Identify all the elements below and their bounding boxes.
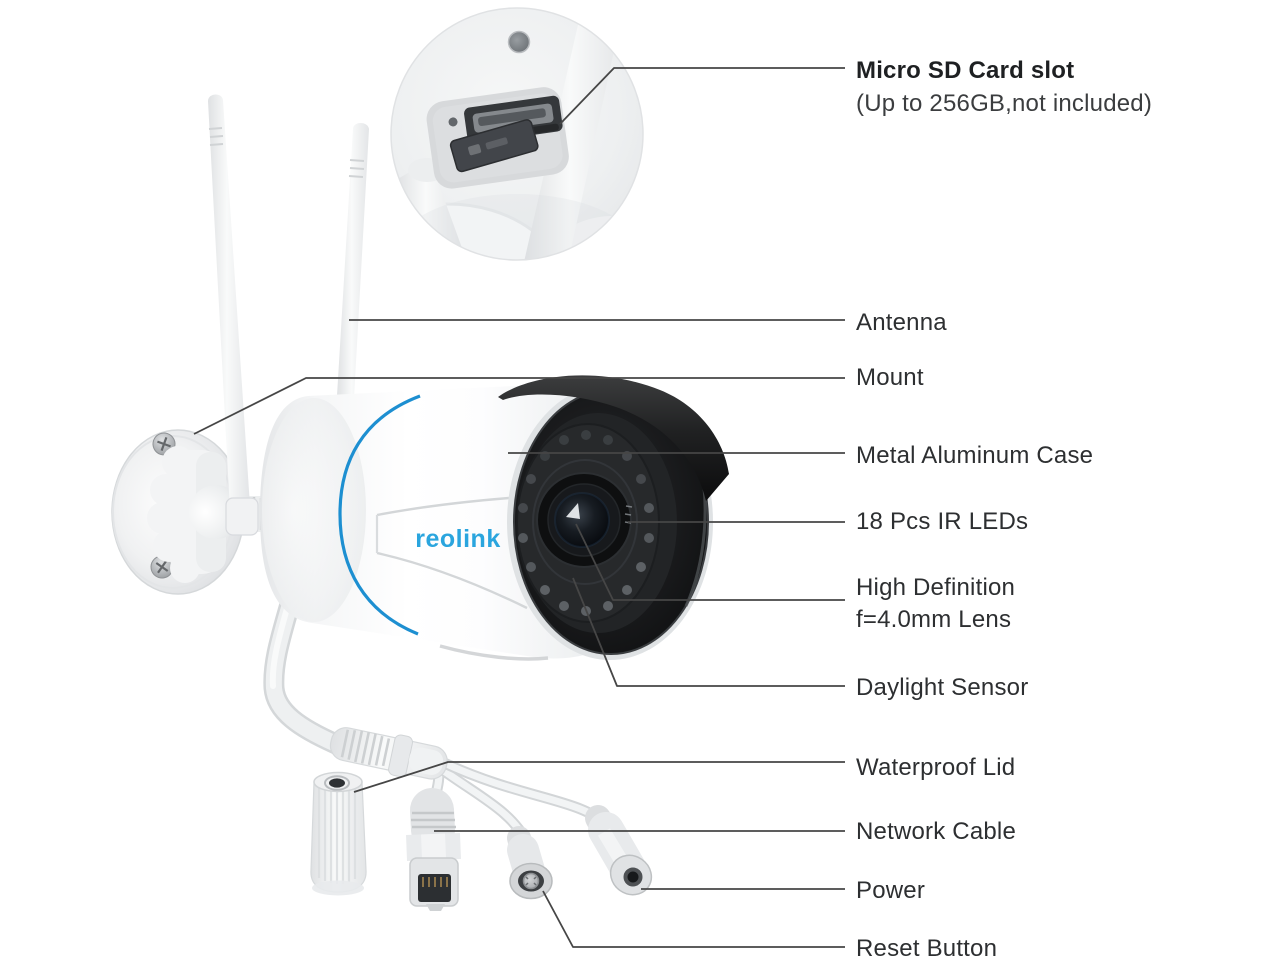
inset-mount-ball xyxy=(391,204,566,260)
callout-line-sd-slot xyxy=(559,67,845,125)
camera-front-face xyxy=(498,375,729,660)
reset-connector xyxy=(507,826,553,900)
antenna-right xyxy=(337,123,369,398)
callout-title: Antenna xyxy=(856,309,947,336)
lens-highlight xyxy=(566,503,580,519)
rj45-port xyxy=(418,874,451,902)
callout-line-reset xyxy=(542,890,845,948)
callout-title: High Definition xyxy=(856,574,1016,601)
ir-led-ring xyxy=(518,430,654,616)
lens xyxy=(536,472,633,568)
callout-label-ir-leds: 18 Pcs IR LEDs xyxy=(856,506,1028,537)
callout-title: Reset Button xyxy=(856,935,998,960)
callout-label-reset-button: Reset Button xyxy=(856,933,997,960)
callout-title: Mount xyxy=(856,364,924,391)
callout-line-lens xyxy=(575,523,845,601)
callout-title: 18 Pcs IR LEDs xyxy=(856,508,1029,535)
callout-title: Waterproof Lid xyxy=(856,754,1016,781)
callout-title: Daylight Sensor xyxy=(856,674,1029,701)
callout-subtitle: f=4.0mm Lens xyxy=(856,606,1012,633)
callout-title: Network Cable xyxy=(856,818,1016,845)
callout-label-micro-sd-card-slot: Micro SD Card slot (Up to 256GB,not incl… xyxy=(856,55,1152,119)
callout-subtitle: (Up to 256GB,not included) xyxy=(856,90,1153,117)
callout-title: Power xyxy=(856,877,926,904)
callout-label-waterproof-lid: Waterproof Lid xyxy=(856,752,1015,783)
reset-button-pin xyxy=(522,872,540,890)
callout-label-high-definition-lens: High Definition f=4.0mm Lens xyxy=(856,572,1015,636)
dc-jack-hole xyxy=(623,867,643,887)
callout-title: Metal Aluminum Case xyxy=(856,442,1094,469)
sun-hood xyxy=(498,375,729,501)
antenna-left-hinge xyxy=(225,497,259,536)
network-connector xyxy=(406,788,461,911)
sd-card xyxy=(449,119,539,173)
callout-label-power: Power xyxy=(856,875,925,906)
inset-antenna-barrel xyxy=(524,8,625,260)
callout-label-metal-aluminum-case: Metal Aluminum Case xyxy=(856,440,1093,471)
callout-line-daylight xyxy=(572,577,845,687)
callout-label-mount: Mount xyxy=(856,362,924,393)
inset-screw-hole xyxy=(507,30,531,54)
callout-label-network-cable: Network Cable xyxy=(856,816,1016,847)
callout-title: Micro SD Card slot xyxy=(856,57,1075,84)
callout-label-daylight-sensor: Daylight Sensor xyxy=(856,672,1028,703)
sd-slot-inset-magnifier xyxy=(390,7,644,261)
callout-label-antenna: Antenna xyxy=(856,307,947,338)
callout-lines xyxy=(193,67,845,948)
blue-accent-ring xyxy=(338,394,421,636)
body-back-cap xyxy=(262,398,366,622)
antenna-left xyxy=(208,94,259,536)
brand-logo: reolink xyxy=(415,525,500,553)
callout-line-lid xyxy=(353,761,845,793)
cable-coupler xyxy=(329,727,448,780)
callout-line-mount xyxy=(193,377,845,435)
waterproof-lid xyxy=(310,771,367,896)
